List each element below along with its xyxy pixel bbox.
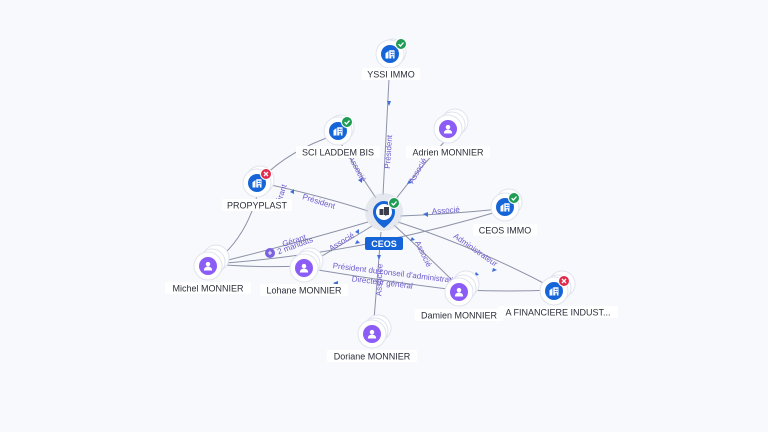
active-badge-icon <box>388 197 400 209</box>
edge-propyplast <box>261 182 369 212</box>
node-michel[interactable]: Michel MONNIER <box>165 244 251 294</box>
node-lohane[interactable]: Lohane MONNIER <box>260 247 348 296</box>
node-label: CEOS IMMO <box>479 226 532 236</box>
node-label: Damien MONNIER <box>421 311 498 321</box>
node-yssi[interactable]: YSSI IMMO <box>362 38 420 81</box>
node-doriane[interactable]: Doriane MONNIER <box>327 314 417 362</box>
node-label: Adrien MONNIER <box>412 148 484 158</box>
edge-label-doriane: Associée <box>374 263 384 296</box>
edge-michel <box>211 221 369 265</box>
node-damien[interactable]: Damien MONNIER <box>415 270 503 321</box>
active-badge-icon <box>341 116 353 128</box>
node-ceosimmo[interactable]: CEOS IMMO <box>473 188 537 236</box>
edge-label-damien-3: Associé <box>413 239 434 269</box>
arrow <box>410 237 415 241</box>
edge-label-lohane: Associé <box>327 230 356 253</box>
active-badge-icon <box>508 192 520 204</box>
node-label: A FINANCIERE INDUST... <box>505 308 610 318</box>
center-label: CEOS <box>371 239 397 249</box>
node-laddem[interactable]: SCI LADDEM BIS <box>296 114 380 158</box>
node-label: PROPYPLAST <box>227 201 288 211</box>
arrow <box>377 255 381 260</box>
edge-yssi <box>382 78 390 196</box>
edge-financiere <box>397 221 554 289</box>
edge-label-propyplast: Président <box>301 192 337 211</box>
arrow <box>423 212 428 217</box>
center-node[interactable]: CEOS <box>365 193 403 250</box>
arrow <box>387 101 391 106</box>
edge-ceosimmo <box>399 208 501 217</box>
arrow <box>407 180 412 184</box>
edge-label-yssi: Président <box>383 134 394 169</box>
node-adrien[interactable]: Adrien MONNIER <box>406 108 490 158</box>
arrow <box>355 229 359 234</box>
arrow <box>290 189 294 194</box>
node-label: Doriane MONNIER <box>334 352 411 362</box>
node-financiere[interactable]: A FINANCIERE INDUST... <box>498 270 618 318</box>
edge-michel-ceosimmo <box>211 209 504 265</box>
arrow <box>355 240 360 244</box>
node-label: Lohane MONNIER <box>266 286 342 296</box>
edge-label-ceosimmo: Associé <box>432 205 461 216</box>
node-label: Michel MONNIER <box>172 284 244 294</box>
node-label: YSSI IMMO <box>367 70 415 80</box>
arrow <box>492 268 497 272</box>
node-propyplast[interactable]: PROPYPLAST <box>222 165 292 211</box>
edge-label-adrien: Associé <box>407 156 429 185</box>
edge-label-laddem: Associé <box>347 154 368 183</box>
plus-icon-glyph: + <box>268 249 273 258</box>
edge-label-financiere: Administrateur <box>452 231 500 268</box>
edge-lohane-damien <box>305 267 457 291</box>
arrow <box>358 178 362 183</box>
active-badge-icon <box>395 38 407 50</box>
node-label: SCI LADDEM BIS <box>302 148 374 158</box>
plus-icon[interactable] <box>265 248 275 258</box>
edge-arrows <box>290 101 497 286</box>
edge-adrien <box>394 139 447 201</box>
